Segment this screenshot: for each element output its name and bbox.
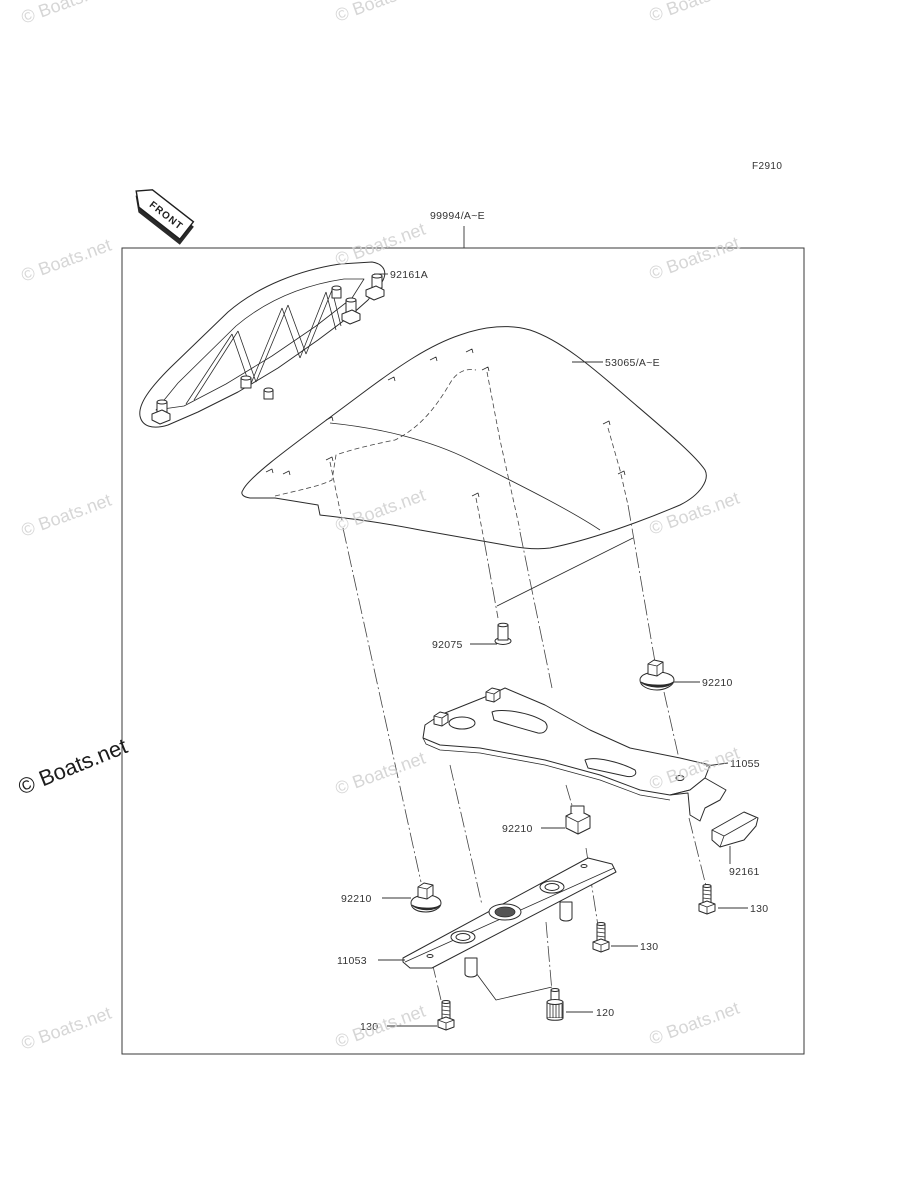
bolt-tip [550, 988, 560, 992]
frame-boss-top [156, 399, 168, 405]
leader-bracket [705, 762, 729, 767]
bolt-head-bottom [546, 1017, 564, 1021]
bolt-130-middle [592, 922, 610, 953]
callout-clip-middle[interactable]: 92210 [502, 823, 533, 835]
frame-pad [365, 285, 385, 301]
chain-line [342, 504, 707, 1001]
watermark: © Boats.net [647, 998, 742, 1049]
callout-bolt-lower[interactable]: 120 [596, 1007, 614, 1019]
plate-boss [464, 957, 478, 978]
clip-nut [647, 659, 664, 677]
bolt-130-right [698, 884, 716, 915]
clip-92210-left [410, 882, 442, 913]
callout-bolt-bottom[interactable]: 130 [360, 1021, 378, 1033]
callout-bolt-middle[interactable]: 130 [640, 941, 658, 953]
bracket-weld-nut-edges [485, 689, 501, 702]
figure-code: F2910 [752, 161, 782, 172]
watermark: © Boats.net [19, 1003, 114, 1054]
clip-92210-middle [565, 805, 591, 835]
frame-boss-top [371, 273, 383, 279]
watermark: © Boats.net [19, 490, 114, 541]
frame-boss-top [263, 387, 274, 393]
watermark: © Boats.net [333, 748, 428, 799]
front-arrow-icon: FRONT [135, 189, 195, 245]
seat-frame-inner-edge [155, 278, 365, 411]
bolt-tip [497, 622, 509, 628]
plate-small-hole [580, 864, 588, 868]
bracket-slot [491, 709, 548, 734]
seat-cover-outline [241, 326, 707, 550]
frame-boss-top [331, 285, 342, 291]
frame-pads-92161a [151, 285, 385, 425]
bracket-small-hole [675, 775, 685, 781]
clip-92210-right [639, 659, 675, 691]
seat-frame-outline [139, 261, 386, 428]
seat-cover-crease [329, 422, 601, 531]
clip-edges [565, 815, 591, 834]
callout-bolt-right[interactable]: 130 [750, 903, 768, 915]
plate-11053 [402, 857, 617, 978]
plate-hole-inner [455, 933, 471, 941]
bracket-11055 [422, 687, 727, 822]
seat-cover-hidden-edge [274, 369, 477, 497]
callout-clip-left[interactable]: 92210 [341, 893, 372, 905]
seat-cover-slots [265, 348, 626, 498]
bolt-knurl-lines [549, 1004, 563, 1019]
watermark: © Boats.net [19, 235, 114, 286]
clip-flange-shade [640, 681, 674, 688]
seat-frame [139, 261, 386, 428]
seat-cover-hidden-lines [329, 371, 629, 541]
callout-seat-cover[interactable]: 53065/A~E [605, 357, 660, 369]
clip-slot [570, 805, 585, 813]
clip-flange-shade [411, 904, 441, 911]
bracket-slot [584, 758, 637, 778]
seat-frame-ribs [185, 289, 342, 405]
plate-hole-center-inner [494, 906, 516, 918]
frame-pad [341, 309, 361, 325]
plate-hole-inner [544, 883, 560, 891]
plate-boss [559, 901, 573, 922]
clip-nut-edges [647, 661, 664, 676]
callout-damper[interactable]: 92161 [729, 866, 760, 878]
callout-assembly[interactable]: 99994/A~E [430, 210, 485, 222]
assembly-lines [342, 504, 707, 1001]
bracket-weld-nut-edges [433, 713, 449, 726]
bracket-edge [422, 737, 671, 801]
watermark: © Boats.net [333, 0, 428, 26]
bolt-130-bottom [437, 1000, 455, 1031]
bolt-120 [546, 988, 564, 1021]
bolt-head-top [546, 999, 564, 1005]
watermark-large: © Boats.net [15, 733, 131, 799]
damper-92161 [711, 811, 759, 848]
clip-nut-edges [417, 884, 434, 899]
frame-boss-top [240, 375, 252, 381]
callout-frame-pad[interactable]: 92161A [390, 269, 428, 281]
frame-boss-top [345, 297, 357, 303]
watermark: © Boats.net [647, 233, 742, 284]
callout-clip-right[interactable]: 92210 [702, 677, 733, 689]
front-arrow-face [135, 189, 195, 241]
plate-small-hole [426, 954, 434, 958]
watermark: © Boats.net [333, 219, 428, 270]
callout-bolt-top[interactable]: 92075 [432, 639, 463, 651]
callout-bracket[interactable]: 11055 [730, 758, 760, 770]
seat-cover [241, 326, 707, 550]
damper-edges [711, 817, 757, 848]
bolt-92075 [494, 622, 512, 645]
frame-pad [151, 409, 171, 425]
watermark: © Boats.net [19, 0, 114, 28]
callout-plate[interactable]: 11053 [337, 955, 367, 967]
bracket-hole [448, 716, 476, 730]
bracket-weld-nut [485, 687, 501, 703]
seat-frame-bosses [156, 273, 383, 413]
watermarks: © Boats.net © Boats.net © Boats.net © Bo… [15, 0, 742, 1054]
bracket-tab [669, 777, 727, 822]
watermark: © Boats.net [647, 0, 742, 26]
bracket-weld-nut [433, 711, 449, 727]
assembly-box [121, 247, 805, 1055]
clip-nut [417, 882, 434, 900]
